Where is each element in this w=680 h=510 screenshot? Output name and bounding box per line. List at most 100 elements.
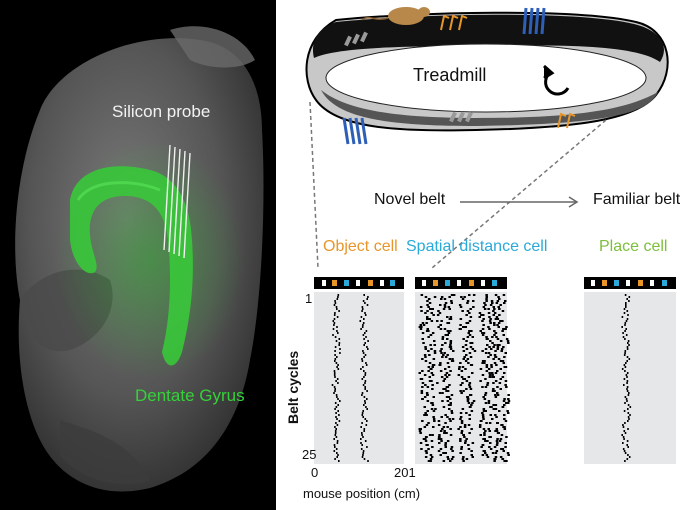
spike-mark (489, 406, 492, 408)
spike-mark (360, 448, 363, 450)
spike-mark (490, 364, 493, 366)
spike-mark (495, 316, 499, 318)
spike-mark (625, 374, 628, 376)
spike-mark (438, 392, 442, 394)
spike-mark (366, 398, 368, 400)
spike-mark (467, 376, 471, 378)
spike-mark (494, 372, 498, 374)
spike-mark (466, 398, 470, 400)
spike-mark (492, 314, 495, 316)
spike-mark (482, 318, 485, 320)
spike-mark (423, 396, 427, 398)
spike-mark (495, 430, 499, 432)
spike-mark (496, 348, 499, 350)
spike-mark (440, 440, 443, 442)
spike-mark (502, 362, 505, 364)
spike-mark (623, 384, 625, 386)
spike-mark (481, 414, 485, 416)
spike-mark (488, 328, 491, 330)
spike-mark (500, 434, 504, 436)
spike-mark (447, 332, 451, 334)
spike-mark (338, 420, 341, 422)
spike-mark (446, 440, 450, 442)
spike-mark (500, 348, 504, 350)
spike-mark (364, 372, 367, 374)
spike-mark (496, 438, 499, 440)
spike-mark (336, 452, 338, 454)
spike-mark (425, 452, 428, 454)
spike-mark (362, 324, 364, 326)
spike-mark (336, 326, 338, 328)
spike-mark (489, 354, 492, 356)
spike-mark (467, 444, 470, 446)
spike-mark (470, 454, 473, 456)
spike-mark (459, 440, 462, 442)
spike-mark (365, 406, 367, 408)
spike-mark (442, 426, 446, 428)
spike-mark (364, 314, 367, 316)
spike-mark (503, 302, 506, 304)
spike-mark (457, 428, 460, 430)
spike-mark (449, 428, 452, 430)
spike-mark (462, 456, 465, 458)
spike-mark (499, 368, 502, 370)
spike-mark (450, 410, 453, 412)
spike-mark (333, 322, 336, 324)
experiment-panel: Treadmill Novel belt Familiar belt Objec… (276, 0, 680, 510)
spike-mark (447, 306, 451, 308)
spike-mark (365, 330, 368, 332)
spike-mark (488, 422, 492, 424)
spike-mark (482, 306, 486, 308)
spike-mark (439, 438, 443, 440)
spike-mark (363, 428, 366, 430)
spike-mark (424, 312, 427, 314)
spike-mark (362, 334, 365, 336)
spike-mark (468, 418, 471, 420)
spike-mark (439, 454, 442, 456)
spike-mark (443, 430, 446, 432)
spike-mark (460, 296, 463, 298)
spike-mark (626, 380, 629, 382)
spike-mark (469, 342, 472, 344)
spike-mark (470, 450, 473, 452)
spike-mark (466, 300, 470, 302)
spike-mark (485, 364, 489, 366)
spike-mark (507, 454, 510, 456)
spike-mark (363, 430, 365, 432)
spike-mark (469, 394, 472, 396)
spike-mark (333, 372, 336, 374)
spike-mark (420, 390, 424, 392)
spike-mark (481, 386, 484, 388)
spike-mark (482, 324, 485, 326)
spike-mark (505, 460, 508, 462)
spike-mark (625, 328, 627, 330)
spike-mark (443, 306, 447, 308)
spike-mark (507, 394, 510, 396)
spike-mark (450, 394, 454, 396)
spike-mark (503, 356, 506, 358)
spike-mark (439, 304, 442, 306)
spike-mark (628, 456, 631, 458)
spike-mark (438, 442, 441, 444)
spike-mark (484, 378, 487, 380)
spike-mark (473, 350, 477, 352)
spike-mark (431, 308, 434, 310)
spike-mark (485, 454, 489, 456)
spike-mark (502, 450, 505, 452)
spike-mark (339, 400, 341, 402)
spike-mark (419, 324, 423, 326)
spike-mark (467, 332, 470, 334)
place-cell-label: Place cell (599, 238, 668, 255)
spike-mark (428, 318, 431, 320)
spike-mark (501, 330, 504, 332)
spike-mark (507, 398, 510, 400)
spike-mark (629, 414, 631, 416)
novel-to-familiar-arrow (460, 196, 579, 208)
spike-mark (494, 414, 497, 416)
spike-mark (498, 344, 501, 346)
spike-mark (494, 350, 497, 352)
spike-mark (499, 340, 503, 342)
spike-mark (337, 294, 340, 296)
spike-mark (484, 304, 487, 306)
spike-mark (365, 362, 367, 364)
